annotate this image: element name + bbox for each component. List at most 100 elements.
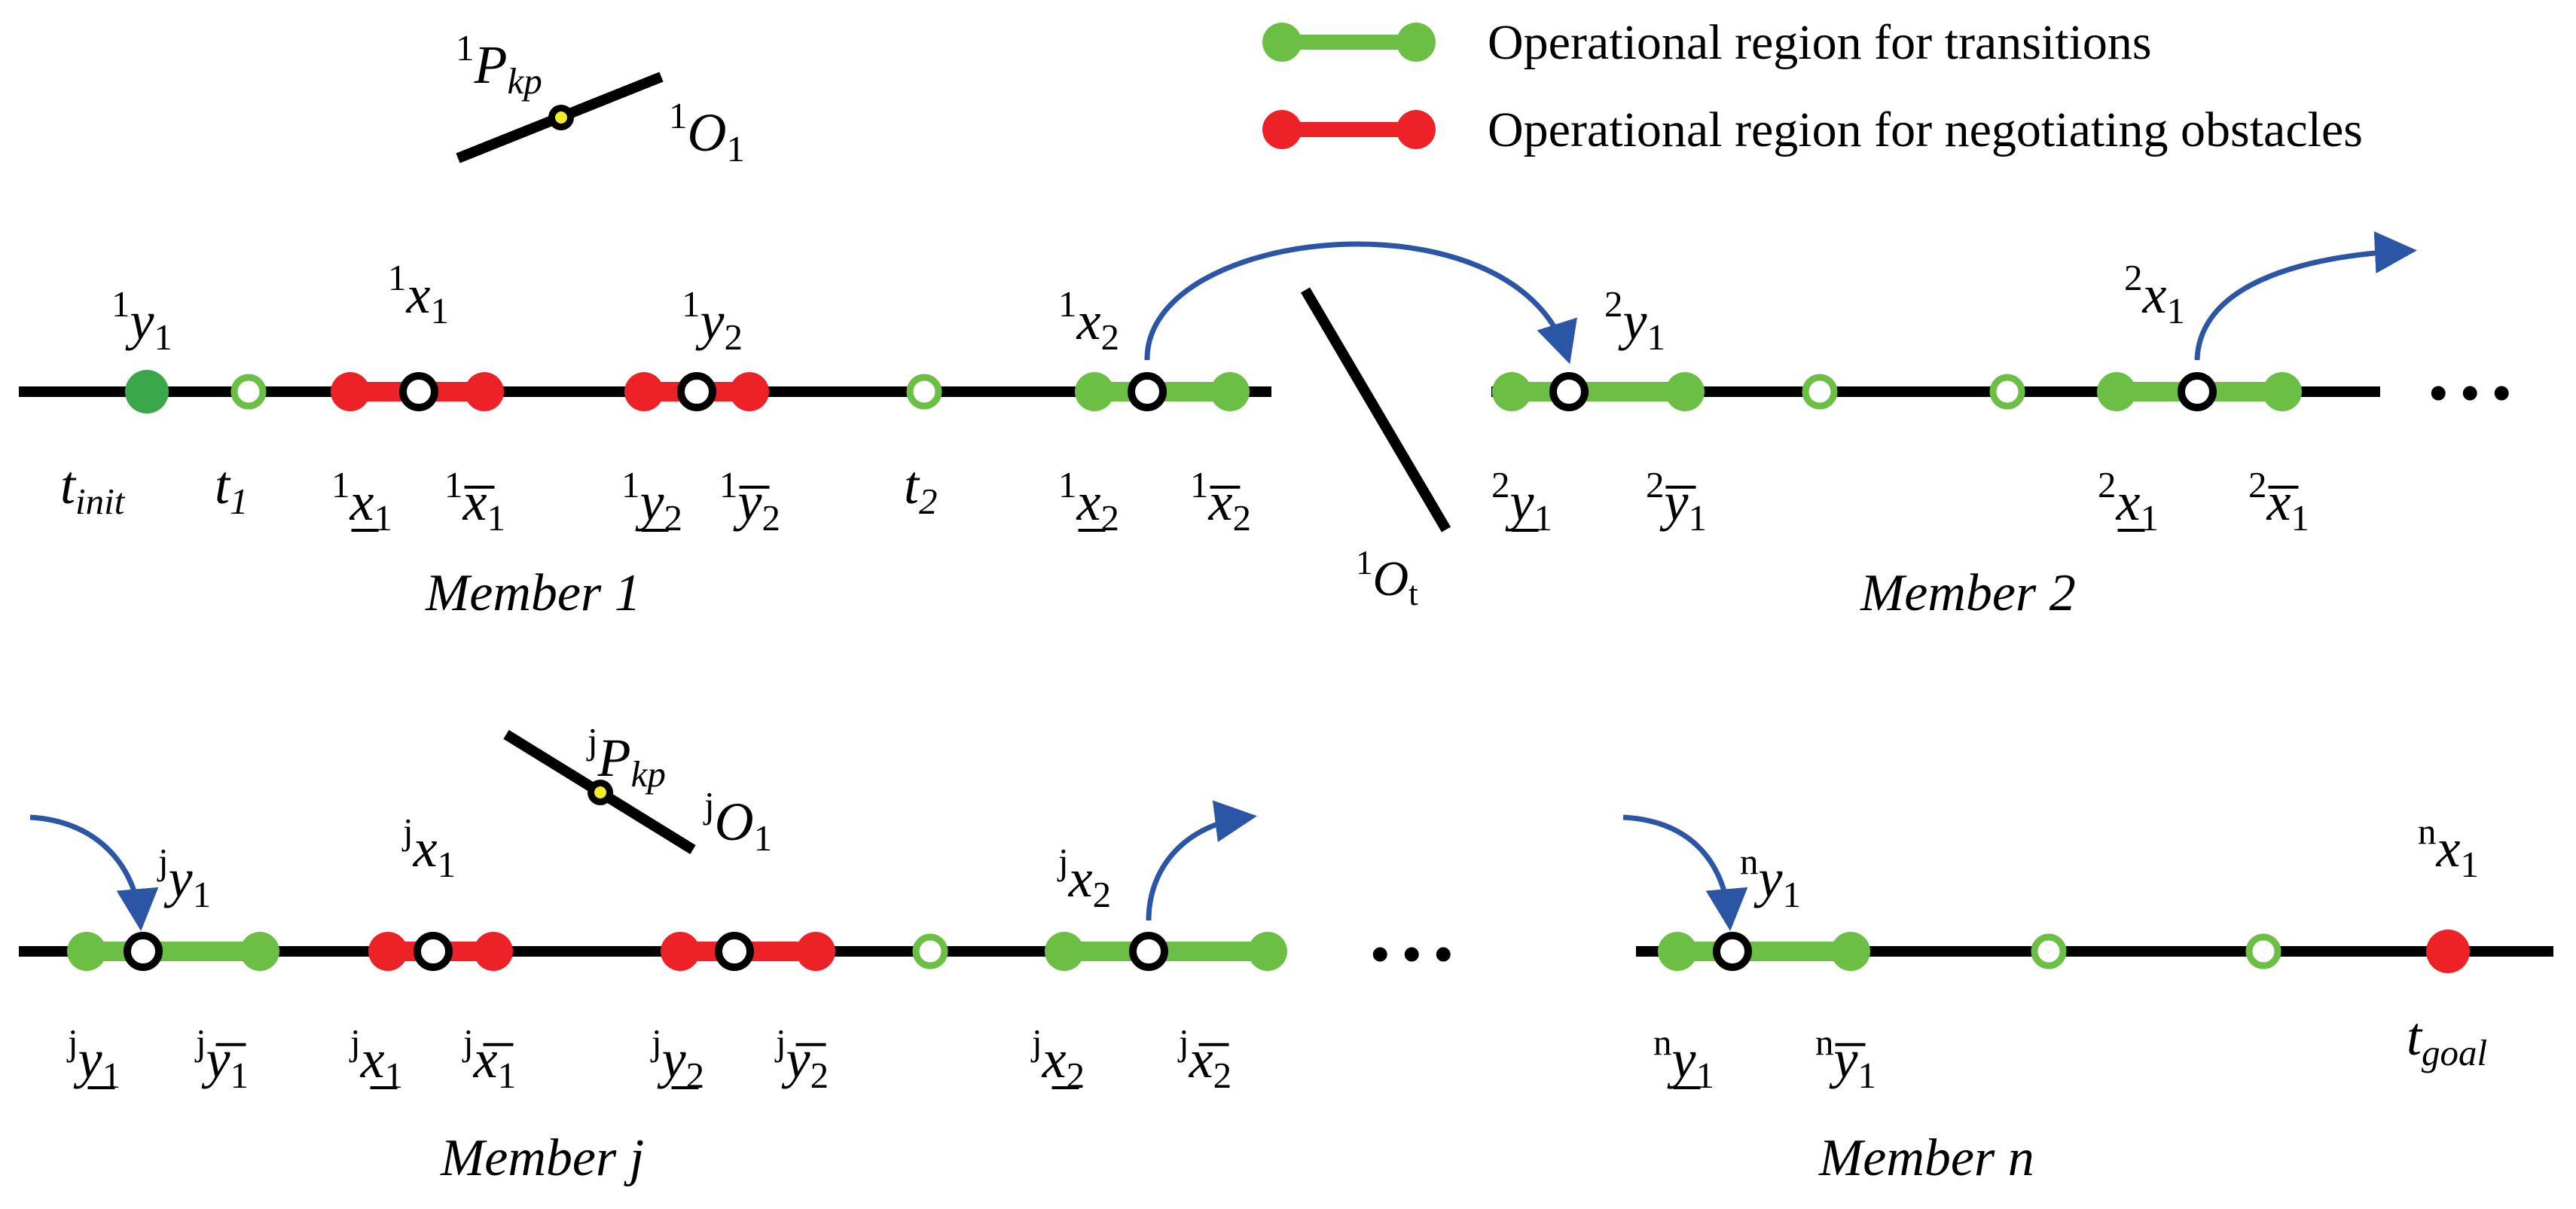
svg-text:1x2: 1x2 [1190, 464, 1251, 539]
svg-text:1x2: 1x2 [1058, 464, 1119, 539]
obstacle-1-o1-label: 1O1 [669, 95, 745, 169]
m1-bottom-label-3: 1x1 [444, 464, 505, 539]
svg-text:jy1: jy1 [194, 1021, 249, 1096]
mn-bottom-label-0: ny1 [1653, 1021, 1714, 1096]
svg-text:ny1: ny1 [1653, 1021, 1714, 1096]
mj-bottom-label-0: jy1 [66, 1021, 121, 1096]
transfer-arrow-1-to-2 [1144, 241, 1577, 365]
mn-top-label-1: nx1 [2418, 811, 2479, 885]
t-point-m2-b [1989, 374, 2025, 410]
obstacle-1-ot-label: 1Ot [1356, 544, 1418, 612]
m2-top-label-0: 2y1 [1604, 283, 1665, 358]
t-point-mn-b [2245, 933, 2281, 969]
svg-text:1x1: 1x1 [444, 464, 505, 539]
transfer-arrow-j-out [1146, 800, 1257, 921]
obstacle-region-1x1 [331, 372, 504, 411]
svg-text:1x2: 1x2 [1058, 283, 1119, 358]
svg-text:2y1: 2y1 [1646, 464, 1707, 539]
member-2-top-labels: 2y1 2x1 [1604, 257, 2185, 358]
svg-text:jx2: jx2 [1030, 1021, 1085, 1096]
member-j-top-labels: jy1 jx1 jx2 [157, 811, 1111, 915]
kp1-text: 1Pkp [456, 27, 542, 102]
mj-bottom-label-6: jx2 [1030, 1021, 1085, 1096]
m1-bottom-label-5: 1y2 [719, 464, 780, 539]
svg-text:2y1: 2y1 [1604, 283, 1665, 358]
svg-text:jx1: jx1 [401, 811, 456, 885]
transition-region-2y1 [1492, 372, 1705, 411]
member-j-features [67, 932, 1287, 971]
key-point-j-label: jPkp [586, 720, 666, 795]
svg-text:jy2: jy2 [650, 1021, 704, 1096]
svg-text:jx2: jx2 [1177, 1021, 1232, 1096]
transfer-arrow-n-in [1622, 814, 1748, 931]
t-init-point [125, 370, 169, 414]
t-point-m2-a [1802, 374, 1838, 410]
oj-text: jO1 [703, 784, 772, 859]
m1-top-label-1: 1x1 [388, 257, 449, 331]
m1-bottom-label-7: 1x2 [1058, 464, 1119, 539]
member-n-features [1658, 930, 2470, 973]
o1-text: 1O1 [669, 95, 745, 169]
svg-text:t2: t2 [904, 455, 938, 522]
member-n-title: Member n [1818, 1129, 2034, 1187]
svg-text:1Ot: 1Ot [1356, 544, 1418, 612]
transition-region-ny1 [1658, 932, 1870, 971]
mj-top-label-2: jx2 [1057, 841, 1111, 915]
svg-text:1y2: 1y2 [719, 464, 780, 539]
t1-point [230, 374, 267, 410]
svg-text:1y1: 1y1 [111, 283, 172, 358]
kpj-text: jPkp [586, 720, 666, 795]
ot-text: 1Ot [1356, 544, 1418, 612]
transition-region-jx2 [1045, 932, 1287, 971]
svg-text:jy1: jy1 [157, 841, 211, 915]
svg-text:1y2: 1y2 [682, 283, 743, 358]
svg-text:1x1: 1x1 [331, 464, 392, 539]
svg-text:tgoal: tgoal [2407, 1006, 2487, 1073]
transition-region-jy1 [67, 932, 279, 971]
mj-top-label-0: jy1 [157, 841, 211, 915]
obstacle-region-1y2 [624, 372, 769, 411]
mj-bottom-label-4: jy2 [650, 1021, 704, 1096]
m1-bottom-label-1: t1 [215, 455, 249, 522]
legend-obstacle-swatch [1262, 110, 1436, 149]
mj-bottom-label-2: jx1 [349, 1021, 403, 1096]
t2-point [906, 374, 942, 410]
svg-text:jx1: jx1 [462, 1021, 516, 1096]
legend-transition-swatch [1262, 23, 1436, 62]
svg-text:jx1: jx1 [349, 1021, 403, 1096]
m1-bottom-label-2: 1x1 [331, 464, 392, 539]
mn-bottom-label-2: tgoal [2407, 1006, 2487, 1073]
svg-text:nx1: nx1 [2418, 811, 2479, 885]
m1-bottom-label-6: t2 [904, 455, 938, 522]
obstacle-region-jx1 [368, 932, 513, 971]
transfer-arrow-2-out [2194, 231, 2417, 361]
t-goal-point [2426, 930, 2470, 973]
svg-text:2x1: 2x1 [2248, 464, 2309, 539]
m2-top-label-1: 2x1 [2124, 257, 2185, 331]
svg-text:jPkp: jPkp [586, 720, 666, 795]
obstacle-j-o1 [503, 730, 696, 854]
svg-text:ny1: ny1 [1740, 841, 1801, 915]
mn-bottom-label-1: ny1 [1815, 1021, 1876, 1096]
svg-text:1y2: 1y2 [621, 464, 682, 539]
member-j-title: Member j [440, 1129, 644, 1187]
m2-bottom-label-2: 2x1 [2098, 464, 2159, 539]
m2-bottom-label-1: 2y1 [1646, 464, 1707, 539]
member-n-bottom-labels: ny1 ny1 tgoal [1653, 1006, 2487, 1096]
svg-text:jy1: jy1 [66, 1021, 121, 1096]
svg-text:1x1: 1x1 [388, 257, 449, 331]
legend-transition-label: Operational region for transitions [1488, 15, 2152, 70]
svg-text:ny1: ny1 [1815, 1021, 1876, 1096]
member-1-title: Member 1 [425, 564, 641, 622]
mj-bottom-label-3: jx1 [462, 1021, 516, 1096]
m1-bottom-label-8: 1x2 [1190, 464, 1251, 539]
t-point-mn-a [2031, 933, 2067, 969]
ellipsis-top: • • • [2429, 365, 2511, 423]
ellipsis-bottom: • • • [1371, 926, 1453, 984]
member-1-features [125, 370, 1250, 414]
mj-bottom-label-1: jy1 [194, 1021, 249, 1096]
svg-text:jy2: jy2 [774, 1021, 829, 1096]
member-n-top-labels: ny1 nx1 [1740, 811, 2479, 915]
